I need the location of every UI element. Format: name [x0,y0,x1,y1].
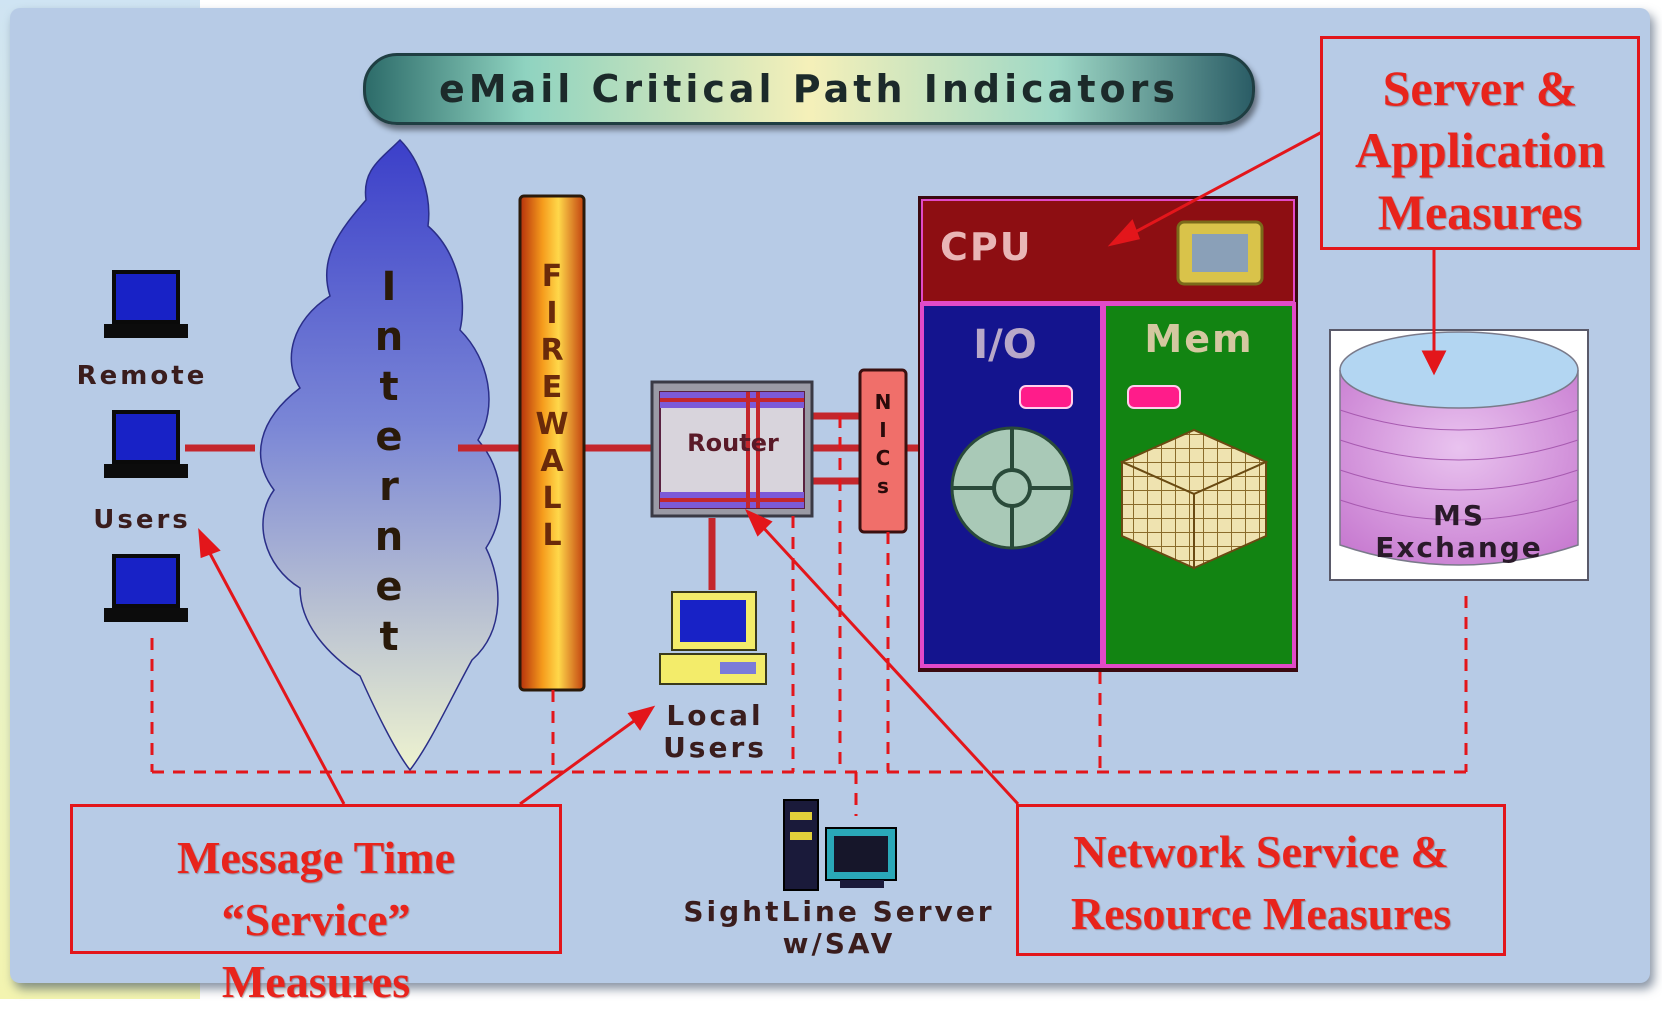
remote-user-laptop-2 [104,410,188,478]
internet-label-letter: n [374,314,404,360]
firewall-label-letter: W [535,407,569,442]
internet-cloud [259,138,501,772]
callout-server-line-2: Application [1354,122,1606,178]
firewall-label-letter: A [540,444,564,479]
firewall-label-letter: R [540,333,564,368]
sightline-label: SightLine Server w/SAV [664,895,1014,961]
internet-label-letter: e [375,414,403,460]
callout-message-line-2: “Service” [221,894,411,945]
nics-label-letter: N [874,390,892,414]
callout-arrows [198,130,1447,806]
firewall-label-letter: L [542,481,562,516]
sightline-line-2: w/SAV [782,927,896,961]
diagram-title: eMail Critical Path Indicators [439,67,1179,111]
router-label: Router [687,429,779,457]
callout-server-line-3: Measures [1377,184,1583,240]
exchange-label: MS Exchange [1344,499,1574,565]
remote-label: Remote [76,361,208,391]
callout-message-line-1: Message Time [176,832,456,883]
internet-label-letter: t [379,364,399,410]
local-users-line-2: Users [663,731,767,765]
io-label: I/O [973,322,1037,368]
mem-label: Mem [1144,317,1254,361]
cpu-chip-icon [1176,220,1264,286]
callout-message-line-3: Measures [221,956,411,1007]
callout-network-service: Network Service & Resource Measures [1016,804,1506,956]
exchange-line-1: MS [1432,499,1486,532]
internet-label-letter: I [381,264,397,310]
sightline-line-1: SightLine Server [683,895,995,928]
local-users-pc-icon [659,591,767,685]
server-box [918,196,1298,672]
callout-server-application: Server & Application Measures [1320,36,1640,250]
network-links [185,412,918,590]
title-banner: eMail Critical Path Indicators [363,53,1255,125]
cpu-label: CPU [940,225,1033,269]
firewall-label-letter: I [546,296,558,331]
exchange-database [1329,329,1589,581]
nics-label-letter: s [877,474,889,498]
users-label: Users [93,505,191,535]
firewall-label-letter: E [541,370,563,405]
exchange-line-2: Exchange [1375,531,1543,565]
nics-label-letter: C [875,446,891,470]
nics-card [858,368,908,534]
callout-message-time: Message Time “Service” Measures [70,804,562,1007]
sightline-server-icon [783,799,897,891]
internet-label-letter: n [374,514,404,560]
memory-cube-icon [1119,428,1269,570]
firewall-label-letter: F [541,259,563,294]
nics-label-letter: I [879,418,887,442]
router [650,380,814,518]
disk-icon [950,426,1074,550]
callout-server-line-1: Server & [1382,60,1578,116]
callout-network-line-1: Network Service & [1073,826,1449,877]
internet-label-letter: e [375,564,403,610]
remote-user-laptop-3 [104,554,188,622]
local-users-line-1: Local [666,699,764,732]
callout-network-line-2: Resource Measures [1070,888,1452,939]
internet-label-letter: t [379,614,399,660]
firewall-label-letter: L [542,518,562,553]
local-users-label: Local Users [640,699,790,765]
remote-user-laptop-1 [104,270,188,338]
internet-label-letter: r [379,464,399,510]
